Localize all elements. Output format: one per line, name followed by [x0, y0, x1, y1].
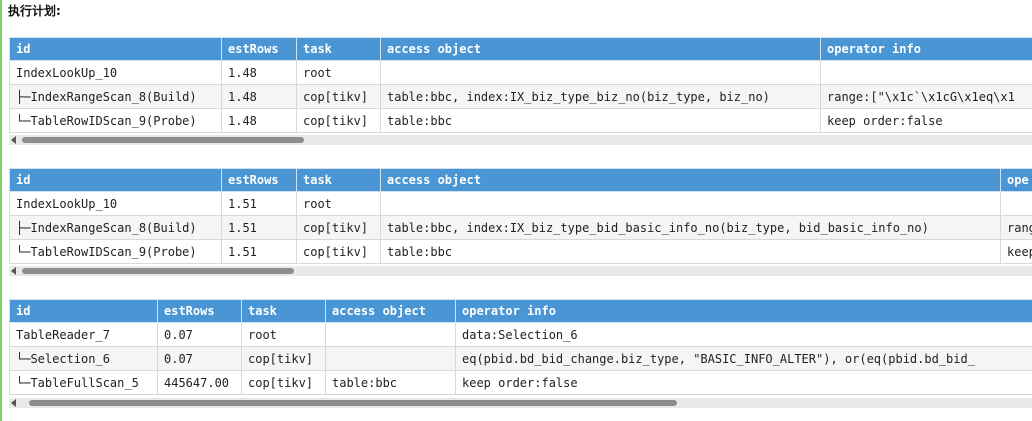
- col-header-id[interactable]: id: [9, 37, 222, 61]
- cell-task: root: [296, 191, 381, 216]
- cell-estrows: 1.48: [221, 60, 297, 85]
- cell-estrows: 1.51: [221, 239, 297, 264]
- col-header-operator-info[interactable]: ope: [1000, 168, 1032, 192]
- cell-estrows: 0.07: [157, 322, 242, 347]
- plan-table-3: id estRows task access object operator i…: [9, 299, 1032, 395]
- table-row: └─TableRowIDScan_9(Probe) 1.48 cop[tikv]…: [9, 108, 1032, 133]
- cell-access-object: [380, 191, 1001, 216]
- cell-operator-info: keep order:false: [455, 370, 1032, 395]
- cell-task: cop[tikv]: [241, 370, 326, 395]
- cell-access-object: [325, 322, 456, 347]
- cell-access-object: table:bbc, index:IX_biz_type_bid_basic_i…: [380, 215, 1001, 240]
- table-header-row: id estRows task access object ope: [9, 168, 1032, 192]
- cell-operator-info: data:Selection_6: [455, 322, 1032, 347]
- horizontal-scrollbar-3[interactable]: [9, 398, 1032, 408]
- table-row: TableReader_7 0.07 root data:Selection_6: [9, 322, 1032, 347]
- cell-task: cop[tikv]: [241, 346, 326, 371]
- table-row: └─Selection_6 0.07 cop[tikv] eq(pbid.bd_…: [9, 346, 1032, 371]
- cell-task: root: [296, 60, 381, 85]
- scroll-left-arrow-icon[interactable]: [11, 399, 16, 407]
- col-header-access-object[interactable]: access object: [380, 37, 821, 61]
- col-header-id[interactable]: id: [9, 299, 158, 323]
- col-header-access-object[interactable]: access object: [325, 299, 456, 323]
- col-header-task[interactable]: task: [296, 168, 381, 192]
- col-header-task[interactable]: task: [241, 299, 326, 323]
- plan-table-2: id estRows task access object ope IndexL…: [9, 168, 1032, 264]
- table-header-row: id estRows task access object operator i…: [9, 37, 1032, 61]
- cell-id: └─TableRowIDScan_9(Probe): [9, 108, 222, 133]
- plan-table-2-container: id estRows task access object ope IndexL…: [9, 168, 1032, 264]
- cell-access-object: [325, 346, 456, 371]
- table-row: IndexLookUp_10 1.48 root: [9, 60, 1032, 85]
- plan-table-3-container: id estRows task access object operator i…: [9, 299, 1032, 395]
- cell-operator-info: range:["\x1c`\x1cG\x1eq\x1: [820, 84, 1032, 109]
- cell-id: └─TableRowIDScan_9(Probe): [9, 239, 222, 264]
- cell-id: TableReader_7: [9, 322, 158, 347]
- col-header-task[interactable]: task: [296, 37, 381, 61]
- scroll-left-arrow-icon[interactable]: [11, 267, 16, 275]
- cell-id: IndexLookUp_10: [9, 191, 222, 216]
- plan-table-1: id estRows task access object operator i…: [9, 37, 1032, 133]
- col-header-id[interactable]: id: [9, 168, 222, 192]
- page-title: 执行计划:: [8, 4, 61, 18]
- cell-task: cop[tikv]: [296, 215, 381, 240]
- table-row: ├─IndexRangeScan_8(Build) 1.48 cop[tikv]…: [9, 84, 1032, 109]
- cell-operator-info: keep: [1000, 239, 1032, 264]
- plan-table-1-container: id estRows task access object operator i…: [9, 37, 1032, 133]
- cell-task: cop[tikv]: [296, 239, 381, 264]
- table-row: ├─IndexRangeScan_8(Build) 1.51 cop[tikv]…: [9, 215, 1032, 240]
- cell-operator-info: [1000, 191, 1032, 216]
- table-row: IndexLookUp_10 1.51 root: [9, 191, 1032, 216]
- col-header-estrows[interactable]: estRows: [221, 37, 297, 61]
- col-header-estrows[interactable]: estRows: [157, 299, 242, 323]
- cell-id: └─Selection_6: [9, 346, 158, 371]
- cell-access-object: table:bbc: [325, 370, 456, 395]
- cell-operator-info: [820, 60, 1032, 85]
- cell-operator-info: keep order:false: [820, 108, 1032, 133]
- cell-id: └─TableFullScan_5: [9, 370, 158, 395]
- cell-access-object: [380, 60, 821, 85]
- cell-id: ├─IndexRangeScan_8(Build): [9, 215, 222, 240]
- cell-access-object: table:bbc, index:IX_biz_type_biz_no(biz_…: [380, 84, 821, 109]
- cell-task: root: [241, 322, 326, 347]
- scroll-left-arrow-icon[interactable]: [11, 136, 16, 144]
- cell-estrows: 1.48: [221, 108, 297, 133]
- cell-access-object: table:bbc: [380, 239, 1001, 264]
- cell-access-object: table:bbc: [380, 108, 821, 133]
- cell-estrows: 1.51: [221, 215, 297, 240]
- cell-task: cop[tikv]: [296, 108, 381, 133]
- cell-estrows: 1.51: [221, 191, 297, 216]
- table-row: └─TableRowIDScan_9(Probe) 1.51 cop[tikv]…: [9, 239, 1032, 264]
- col-header-access-object[interactable]: access object: [380, 168, 1001, 192]
- cell-id: IndexLookUp_10: [9, 60, 222, 85]
- scrollbar-thumb-2[interactable]: [22, 268, 294, 274]
- horizontal-scrollbar-1[interactable]: [9, 135, 1032, 145]
- cell-id: ├─IndexRangeScan_8(Build): [9, 84, 222, 109]
- cell-task: cop[tikv]: [296, 84, 381, 109]
- scrollbar-thumb-1[interactable]: [22, 137, 304, 143]
- left-accent-border: [0, 0, 2, 421]
- cell-operator-info: eq(pbid.bd_bid_change.biz_type, "BASIC_I…: [455, 346, 1032, 371]
- col-header-operator-info[interactable]: operator info: [455, 299, 1032, 323]
- col-header-estrows[interactable]: estRows: [221, 168, 297, 192]
- col-header-operator-info[interactable]: operator info: [820, 37, 1032, 61]
- cell-estrows: 0.07: [157, 346, 242, 371]
- table-row: └─TableFullScan_5 445647.00 cop[tikv] ta…: [9, 370, 1032, 395]
- horizontal-scrollbar-2[interactable]: [9, 266, 1032, 276]
- cell-estrows: 1.48: [221, 84, 297, 109]
- cell-estrows: 445647.00: [157, 370, 242, 395]
- scrollbar-thumb-3[interactable]: [29, 400, 677, 406]
- table-header-row: id estRows task access object operator i…: [9, 299, 1032, 323]
- cell-operator-info: rang: [1000, 215, 1032, 240]
